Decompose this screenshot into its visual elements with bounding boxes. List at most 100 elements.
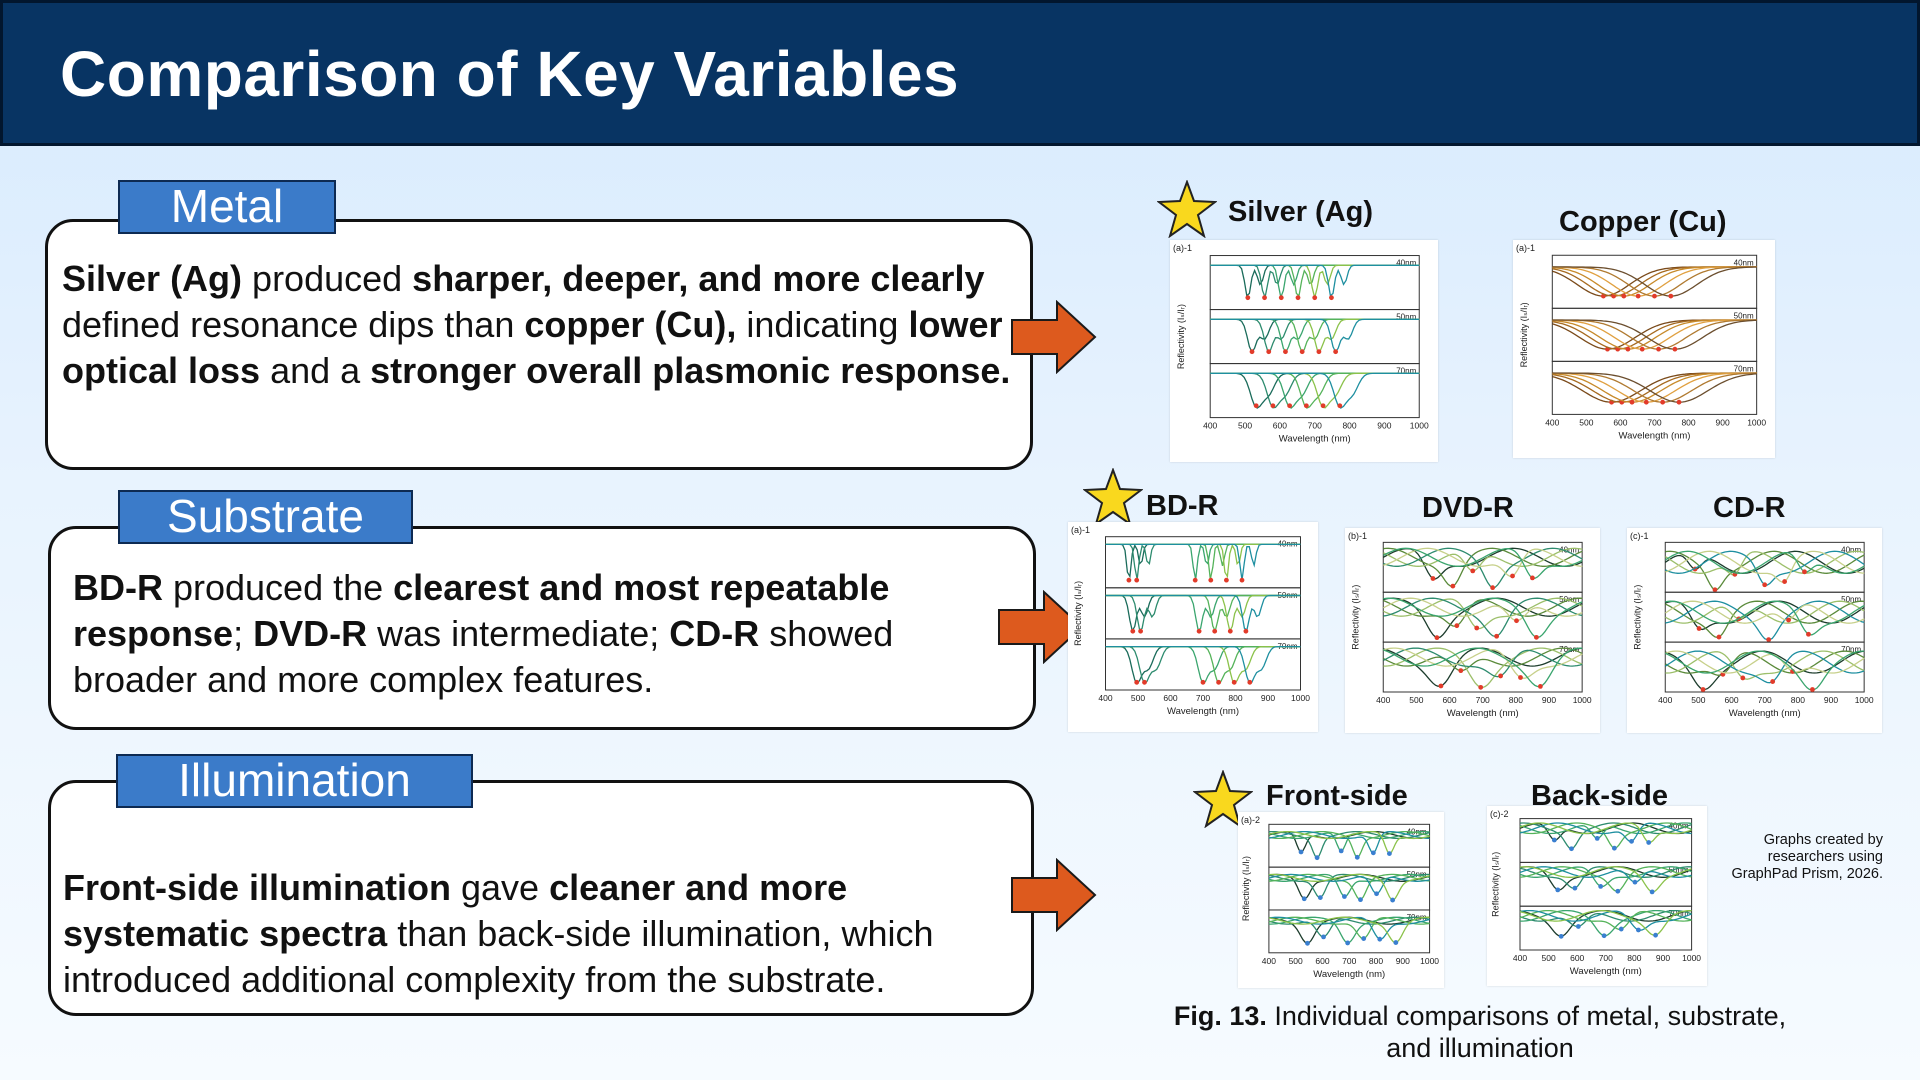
- dip-marker: [1569, 846, 1574, 852]
- dip-marker: [1134, 577, 1140, 583]
- x-tick-label: 1000: [1291, 693, 1310, 703]
- x-axis-label: Wavelength (nm): [1618, 430, 1690, 441]
- x-tick-label: 400: [1513, 953, 1527, 963]
- dip-marker: [1299, 349, 1305, 355]
- dip-marker: [1320, 403, 1326, 409]
- panel-id: (a)-1: [1071, 525, 1090, 535]
- dip-marker: [1770, 679, 1776, 684]
- subpanel-frame: [1664, 591, 1865, 643]
- spectrum-line: [1210, 372, 1420, 409]
- dip-marker: [1672, 346, 1678, 352]
- dip-marker: [1387, 851, 1392, 856]
- spectrum-line: [1552, 372, 1757, 403]
- dip-marker: [1374, 891, 1379, 897]
- illumination-text: Front-side illumination gave cleaner and…: [63, 867, 934, 1000]
- substrate-arrow-icon: [998, 590, 1084, 664]
- spectrum-line: [1552, 319, 1757, 350]
- dip-marker: [1253, 403, 1259, 409]
- dip-marker: [1270, 403, 1276, 409]
- spectrum-line: [1268, 916, 1430, 940]
- panel-id: (a)-1: [1173, 243, 1192, 253]
- spectrum-line: [1665, 650, 1865, 691]
- subpanel-frame: [1209, 363, 1420, 419]
- thickness-label: 50nm: [1841, 595, 1861, 604]
- thickness-label: 40nm: [1669, 822, 1689, 831]
- spectrum-line: [1552, 372, 1757, 403]
- spectrum-line: [1519, 866, 1692, 888]
- dip-marker: [1643, 399, 1649, 405]
- x-tick-label: 600: [1724, 695, 1738, 705]
- front-title: Front-side: [1266, 780, 1408, 812]
- thickness-label: 70nm: [1396, 367, 1416, 376]
- dip-marker: [1696, 626, 1702, 631]
- spectrum-line: [1665, 550, 1865, 591]
- dip-marker: [1370, 850, 1376, 856]
- spectrum-line: [1105, 543, 1301, 580]
- dip-marker: [1716, 634, 1722, 640]
- spectrum-line: [1383, 547, 1583, 572]
- dip-marker: [1639, 346, 1645, 352]
- spectrum-line: [1664, 550, 1865, 576]
- bdr-title: BD-R: [1146, 490, 1219, 522]
- y-axis-label: Reflectivity (Iₛ/Iᵣ): [1073, 581, 1083, 646]
- x-axis-label: Wavelength (nm): [1279, 434, 1351, 445]
- dip-marker: [1126, 577, 1132, 583]
- dip-marker: [1656, 346, 1661, 352]
- dip-marker: [1345, 940, 1351, 946]
- x-tick-label: 400: [1262, 956, 1276, 966]
- x-tick-label: 700: [1196, 693, 1210, 703]
- illumination-arrow-icon: [1011, 858, 1097, 932]
- subpanel-frame: [1268, 909, 1431, 954]
- spectrum-line: [1105, 594, 1301, 632]
- thickness-label: 40nm: [1396, 259, 1416, 268]
- dip-marker: [1594, 835, 1600, 841]
- dip-marker: [1354, 854, 1360, 860]
- dip-marker: [1316, 349, 1322, 355]
- spectrum-line: [1105, 594, 1301, 633]
- thickness-label: 70nm: [1841, 645, 1861, 654]
- dip-marker: [1555, 887, 1561, 893]
- spectrum-line: [1268, 830, 1430, 852]
- x-tick-label: 600: [1315, 956, 1329, 966]
- spectrum-line: [1210, 318, 1420, 352]
- dip-marker: [1635, 293, 1641, 299]
- x-axis-label: Wavelength (nm): [1447, 708, 1519, 719]
- x-tick-label: 500: [1131, 693, 1145, 703]
- subpanel-frame: [1209, 309, 1420, 365]
- dip-marker: [1393, 940, 1399, 945]
- spectrum-line: [1665, 600, 1865, 641]
- dip-marker: [1514, 618, 1519, 624]
- spectrum-line: [1268, 916, 1430, 945]
- x-tick-label: 400: [1376, 695, 1390, 705]
- dip-marker: [1224, 577, 1229, 583]
- spectrum-line: [1105, 543, 1301, 581]
- dip-marker: [1134, 679, 1140, 685]
- spectrum-line: [1664, 600, 1865, 624]
- x-tick-label: 1000: [1682, 953, 1701, 963]
- thickness-label: 50nm: [1734, 311, 1754, 320]
- spectrum-line: [1210, 372, 1420, 409]
- spectrum-line: [1383, 547, 1583, 589]
- spectrum-line: [1519, 822, 1692, 849]
- dip-marker: [1668, 293, 1674, 299]
- spectrum-line: [1519, 822, 1692, 840]
- dip-marker: [1653, 932, 1658, 938]
- panel-id: (c)-2: [1490, 809, 1509, 819]
- dip-marker: [1266, 349, 1272, 355]
- spectrum-line: [1382, 597, 1583, 622]
- dip-marker: [1287, 403, 1293, 409]
- x-tick-label: 600: [1570, 953, 1584, 963]
- dip-marker: [1615, 888, 1621, 894]
- metal-card: Silver (Ag) produced sharper, deeper, an…: [45, 219, 1033, 470]
- dip-marker: [1138, 628, 1143, 634]
- spectrum-line: [1268, 830, 1430, 855]
- dip-marker: [1551, 837, 1557, 843]
- x-tick-label: 400: [1203, 421, 1217, 431]
- subpanel-frame: [1382, 641, 1583, 693]
- dip-marker: [1621, 293, 1627, 299]
- dip-marker: [1317, 895, 1323, 901]
- dip-marker: [1766, 637, 1772, 643]
- dip-marker: [1762, 582, 1768, 588]
